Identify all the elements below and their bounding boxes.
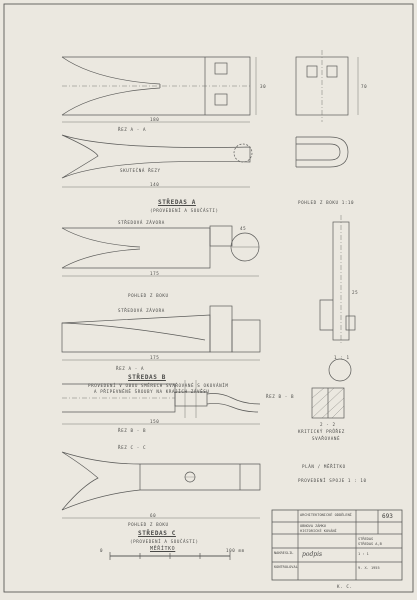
c-label-b: ŘEZ C - C bbox=[118, 445, 147, 450]
title-signature: podpis bbox=[302, 551, 323, 558]
dim-9: 25 bbox=[352, 290, 359, 295]
dim-10: 60 bbox=[150, 513, 157, 518]
strap-b-side-view bbox=[61, 305, 261, 361]
a-front-label: ŘEZ A - A bbox=[118, 127, 147, 132]
dim-4: 175 bbox=[150, 355, 160, 360]
strap-a-u-bracket bbox=[295, 136, 349, 168]
strap-b-hinge-section bbox=[319, 215, 356, 345]
strap-c-side-view bbox=[62, 380, 261, 425]
c-plan-label: PLÁN / MĚŘÍTKO bbox=[302, 464, 346, 469]
title-checked: KONTROLOVAL bbox=[274, 565, 298, 569]
dim-8: 45 bbox=[240, 226, 247, 231]
title-drawn: NAKRESLIL bbox=[274, 551, 294, 555]
title-project-1: OBNOVA ZÁMKU bbox=[300, 524, 326, 528]
title-org: ARCHITEKTONICKÉ ODDĚLENÍ bbox=[300, 513, 352, 517]
section-1-circle bbox=[328, 358, 352, 382]
scale-left: 0 bbox=[100, 548, 104, 553]
c-plan-sub: PROVEDENÍ SPOJE 1 : 10 bbox=[298, 478, 367, 483]
c-subtitle: (PROVEDENÍ A SOUČÁSTI) bbox=[130, 539, 199, 544]
b-mid-label: STŘEDOVÁ ZÁVORA bbox=[118, 308, 165, 313]
a-title: STŘEDAS A bbox=[158, 199, 196, 206]
scale-right: 100 mm bbox=[226, 548, 245, 553]
b-side-label: POHLED Z BOKU bbox=[128, 293, 169, 298]
title-drawing-sub: STŘEDAS A,B bbox=[358, 542, 382, 546]
section-1-label: ŘEZ B - B bbox=[266, 394, 295, 399]
title-scale: 1 : 1 bbox=[358, 552, 369, 556]
section-2-mark: 2 - 2 bbox=[320, 422, 336, 427]
b-desc-1: PROVEDENÍ V OBOU SMĚRECH SVAŘOVANÉ S OKO… bbox=[88, 383, 229, 388]
section-2-square bbox=[311, 387, 345, 419]
a-side-label: POHLED Z BOKU 1:10 bbox=[298, 200, 355, 205]
b-title: STŘEDAS B bbox=[128, 374, 166, 381]
scale-label: MĚŘÍTKO bbox=[150, 546, 176, 552]
a-subtitle: (PROVEDENÍ A SOUČÁSTI) bbox=[150, 208, 219, 213]
scale-bar bbox=[109, 552, 231, 560]
c-side-label: POHLED Z BOKU bbox=[128, 522, 169, 527]
sheet-border bbox=[3, 3, 414, 593]
strap-b-plan-view bbox=[61, 225, 260, 277]
a-top-label: SKUTEČNÁ ŘEZY bbox=[120, 168, 161, 173]
b-top-label: STŘEDOVÁ ZÁVORA bbox=[118, 220, 165, 225]
title-date: 9. X. 1955 bbox=[358, 566, 380, 570]
bottom-mark: K. C. bbox=[337, 584, 353, 589]
section-1-mark: 1 : 1 bbox=[334, 355, 350, 360]
strap-a-plan-view bbox=[61, 56, 257, 123]
b-desc-2: A PŘIPEVNĚNÉ ŠROUBY NA KRAJÍCH ZÁVĚSU bbox=[94, 389, 210, 394]
dim-3: 175 bbox=[150, 271, 160, 276]
dim-6: 30 bbox=[260, 84, 267, 89]
section-2-label: KRITICKÝ PRŮŘEZ bbox=[298, 429, 345, 434]
c-label-a: ŘEZ B - B bbox=[118, 428, 147, 433]
title-drawing-no: 693 bbox=[382, 513, 393, 520]
section-2-sub: SVAŘOVANÉ bbox=[312, 436, 341, 441]
c-title: STŘEDAS C bbox=[138, 530, 176, 537]
dim-2: 140 bbox=[150, 182, 160, 187]
dim-1: 180 bbox=[150, 117, 160, 122]
title-drawing-title: STŘEDAS bbox=[358, 537, 374, 541]
strap-a-end-view bbox=[295, 50, 359, 122]
b-front-label: ŘEZ A - A bbox=[116, 366, 145, 371]
dim-7: 70 bbox=[361, 84, 368, 89]
strap-c-plan-view bbox=[61, 451, 261, 519]
title-project-2: HISTORICKÉ KOVÁNÍ bbox=[300, 529, 337, 533]
strap-a-front-view bbox=[61, 134, 253, 188]
title-block-grid bbox=[271, 509, 403, 581]
dim-5: 150 bbox=[150, 419, 160, 424]
